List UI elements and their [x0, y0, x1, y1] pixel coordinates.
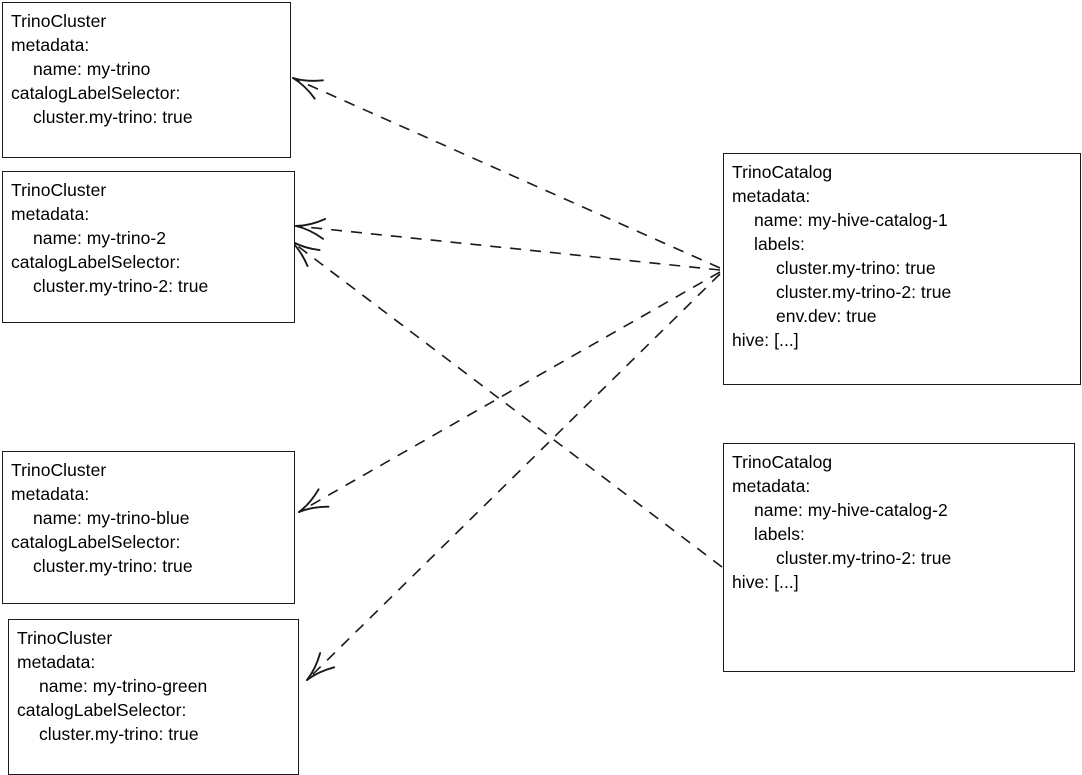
node-line: metadata:	[732, 186, 811, 206]
node-line: cluster.my-trino: true	[39, 724, 199, 744]
node-line: labels:	[754, 234, 805, 254]
arrowhead-barb	[306, 652, 322, 681]
edge-catalog1-to-my-trino-green	[306, 273, 721, 681]
arrowhead-barb	[290, 240, 321, 252]
arrowhead-barb	[292, 77, 316, 100]
node-line: TrinoCluster	[11, 180, 107, 200]
edge-catalog2-to-my-trino-2	[290, 240, 723, 568]
node-line: cluster.my-trino-2: true	[776, 548, 952, 568]
node-line: labels:	[754, 524, 805, 544]
arrowhead-barb	[306, 666, 336, 681]
node-line: catalogLabelSelector:	[11, 252, 181, 272]
node-trinocatalog-my-hive-catalog-1[interactable]: TrinoCatalog metadata: name: my-hive-cat…	[723, 153, 1081, 385]
arrowhead-barb	[298, 505, 330, 513]
node-line: name: my-trino-blue	[33, 508, 190, 528]
edge-line	[306, 273, 721, 681]
node-line: metadata:	[11, 35, 90, 55]
node-line: name: my-hive-catalog-2	[754, 500, 948, 520]
edge-catalog1-to-my-trino-2	[295, 218, 721, 271]
node-trinocatalog-my-hive-catalog-2[interactable]: TrinoCatalog metadata: name: my-hive-cat…	[723, 443, 1075, 672]
edge-catalog1-to-my-trino	[292, 77, 721, 269]
edge-line	[298, 271, 721, 513]
node-line: hive: [...]	[732, 572, 799, 592]
node-line: TrinoCatalog	[732, 452, 833, 472]
node-line: metadata:	[732, 476, 811, 496]
node-line: TrinoCluster	[17, 628, 113, 648]
arrowhead-barb	[295, 225, 325, 240]
edge-line	[292, 77, 721, 269]
edge-line	[295, 225, 721, 271]
node-line: TrinoCluster	[11, 460, 107, 480]
node-trinocluster-my-trino[interactable]: TrinoCluster metadata: name: my-trino ca…	[2, 2, 291, 158]
node-trinocluster-my-trino-2[interactable]: TrinoCluster metadata: name: my-trino-2 …	[2, 171, 295, 323]
node-line: name: my-trino	[33, 59, 151, 79]
node-trinocluster-my-trino-blue[interactable]: TrinoCluster metadata: name: my-trino-bl…	[2, 451, 295, 604]
node-line: name: my-trino-green	[39, 676, 208, 696]
arrowhead-barb	[295, 218, 327, 227]
node-line: name: my-hive-catalog-1	[754, 210, 948, 230]
node-line: catalogLabelSelector:	[11, 532, 181, 552]
node-line: hive: [...]	[732, 330, 799, 350]
node-line: name: my-trino-2	[33, 228, 167, 248]
node-line: catalogLabelSelector:	[17, 700, 187, 720]
node-line: cluster.my-trino-2: true	[776, 282, 952, 302]
arrowhead-barb	[298, 488, 320, 513]
node-line: metadata:	[11, 484, 90, 504]
node-line: TrinoCluster	[11, 11, 107, 31]
node-line: catalogLabelSelector:	[11, 83, 181, 103]
node-line: cluster.my-trino: true	[33, 556, 193, 576]
node-line: TrinoCatalog	[732, 162, 833, 182]
node-line: cluster.my-trino: true	[776, 258, 936, 278]
node-line: env.dev: true	[776, 306, 877, 326]
node-line: cluster.my-trino: true	[33, 107, 193, 127]
edge-catalog1-to-my-trino-blue	[298, 271, 721, 513]
node-line: cluster.my-trino-2: true	[33, 276, 209, 296]
arrowhead-barb	[292, 77, 324, 82]
edge-line	[290, 240, 723, 568]
node-line: metadata:	[17, 652, 96, 672]
node-trinocluster-my-trino-green[interactable]: TrinoCluster metadata: name: my-trino-gr…	[8, 619, 299, 775]
node-line: metadata:	[11, 204, 90, 224]
